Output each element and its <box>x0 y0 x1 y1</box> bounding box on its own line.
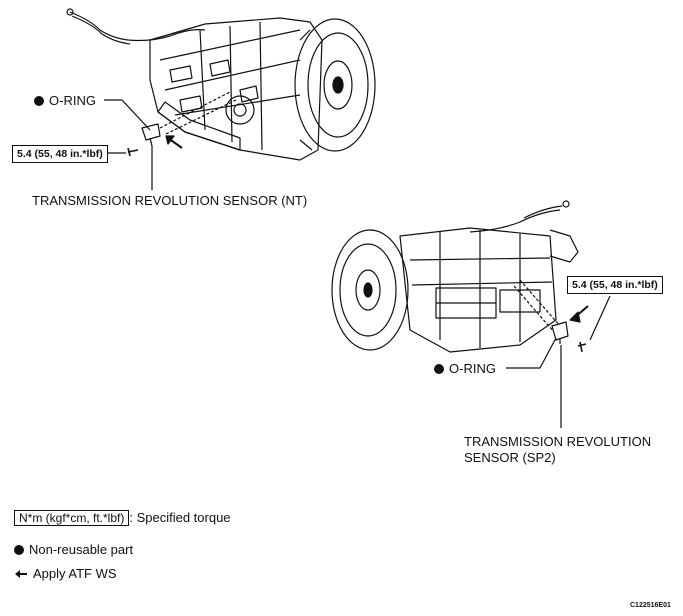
upper-torque-box: 5.4 (55, 48 in.*lbf) <box>12 145 108 163</box>
lower-sensor-label-line2: SENSOR (SP2) <box>464 450 556 465</box>
lower-sensor-label-line1: TRANSMISSION REVOLUTION <box>464 434 652 449</box>
lower-transmission-drawing <box>331 200 611 428</box>
nonreusable-dot-icon <box>14 545 24 555</box>
figure-code: C122516E01 <box>630 602 671 609</box>
legend-torque-desc: : Specified torque <box>129 510 231 525</box>
legend-nonreusable: Non-reusable part <box>14 542 133 557</box>
upper-oring-label: O-RING <box>34 93 96 108</box>
legend-atf: Apply ATF WS <box>14 566 117 581</box>
atf-arrow-icon <box>15 570 27 578</box>
lower-torque-box: 5.4 (55, 48 in.*lbf) <box>567 276 663 294</box>
legend-torque-unit: N*m (kgf*cm, ft.*lbf) <box>14 510 130 526</box>
nonreusable-dot-icon <box>34 96 44 106</box>
upper-transmission-drawing <box>66 8 376 190</box>
legend-atf-text: Apply ATF WS <box>33 566 117 581</box>
lower-oring-label: O-RING <box>434 361 496 376</box>
legend-nonreusable-text: Non-reusable part <box>29 542 134 557</box>
nonreusable-dot-icon <box>434 364 444 374</box>
upper-sensor-label: TRANSMISSION REVOLUTION SENSOR (NT) <box>32 193 308 208</box>
lower-oring-text: O-RING <box>449 361 496 376</box>
upper-oring-text: O-RING <box>49 93 96 108</box>
legend-torque: N*m (kgf*cm, ft.*lbf): Specified torque <box>14 510 231 526</box>
